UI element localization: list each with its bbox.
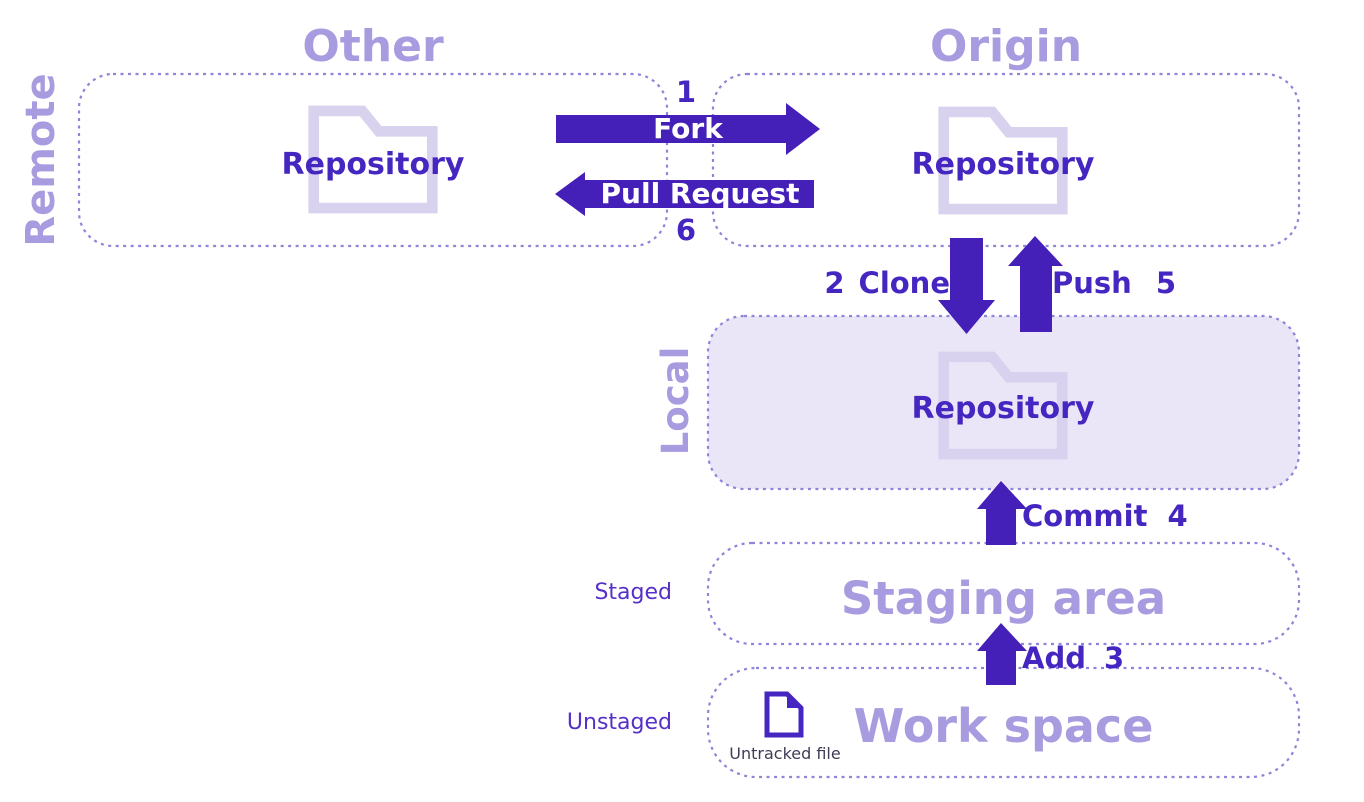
push-step-number: 5: [1155, 266, 1176, 300]
commit-label: Commit: [1022, 499, 1148, 533]
pull-request-arrow-shape: [555, 172, 814, 216]
clone-label: Clone: [858, 266, 950, 300]
add-arrow: [977, 623, 1027, 685]
staging-area-box: [706, 541, 1301, 646]
untracked-file-caption: Untracked file: [729, 744, 841, 763]
local-repository-label: Repository: [911, 391, 1095, 426]
other-repo-box-border: [77, 72, 669, 248]
push-arrow-shape: [1008, 236, 1063, 332]
commit-arrow-shape: [977, 481, 1027, 545]
other-repo-box: [77, 72, 669, 248]
clone-arrow-shape: [938, 238, 995, 334]
other-repository-folder-icon: [308, 105, 438, 214]
fork-step-number: 1: [675, 75, 697, 109]
clone-arrow: [938, 238, 995, 334]
commit-step-number: 4: [1167, 499, 1188, 533]
pull-request-arrow: [555, 172, 814, 216]
add-step-number: 3: [1103, 641, 1125, 675]
staging-area-title: Staging area: [840, 572, 1167, 625]
remote-group-label: Remote: [18, 73, 64, 247]
staging-area-box-border: [706, 541, 1301, 646]
add-flow-label: Add 3: [1022, 641, 1124, 675]
unstaged-side-label: Unstaged: [566, 710, 672, 735]
add-label: Add: [1022, 641, 1086, 675]
fork-arrow: [556, 103, 820, 155]
local-group-label: Local: [654, 346, 697, 456]
push-label: Push: [1052, 266, 1132, 300]
origin-repository-label: Repository: [911, 147, 1095, 182]
fork-arrow-label: Fork: [653, 112, 723, 145]
other-title: Other: [302, 21, 444, 72]
pull-request-arrow-label: Pull Request: [600, 177, 800, 210]
fork-arrow-shape: [556, 103, 820, 155]
workspace-title: Work space: [853, 699, 1154, 753]
staged-side-label: Staged: [594, 580, 672, 605]
push-arrow: [1008, 236, 1063, 332]
origin-repo-box-border: [711, 72, 1301, 248]
commit-flow-label: Commit 4: [1022, 499, 1188, 533]
add-arrow-shape: [977, 623, 1027, 685]
untracked-file-icon: [764, 691, 804, 738]
clone-step-number: 2: [824, 266, 845, 300]
clone-flow-label: 2 Clone: [824, 266, 950, 300]
local-repository-folder-icon: [938, 351, 1068, 460]
origin-repo-box: [711, 72, 1301, 248]
push-flow-label: Push 5: [1052, 266, 1176, 300]
origin-repository-folder-icon: [938, 106, 1068, 215]
pull-request-step-number: 6: [675, 213, 697, 247]
other-repository-label: Repository: [281, 147, 465, 182]
origin-title: Origin: [929, 21, 1083, 72]
commit-arrow: [977, 481, 1027, 545]
